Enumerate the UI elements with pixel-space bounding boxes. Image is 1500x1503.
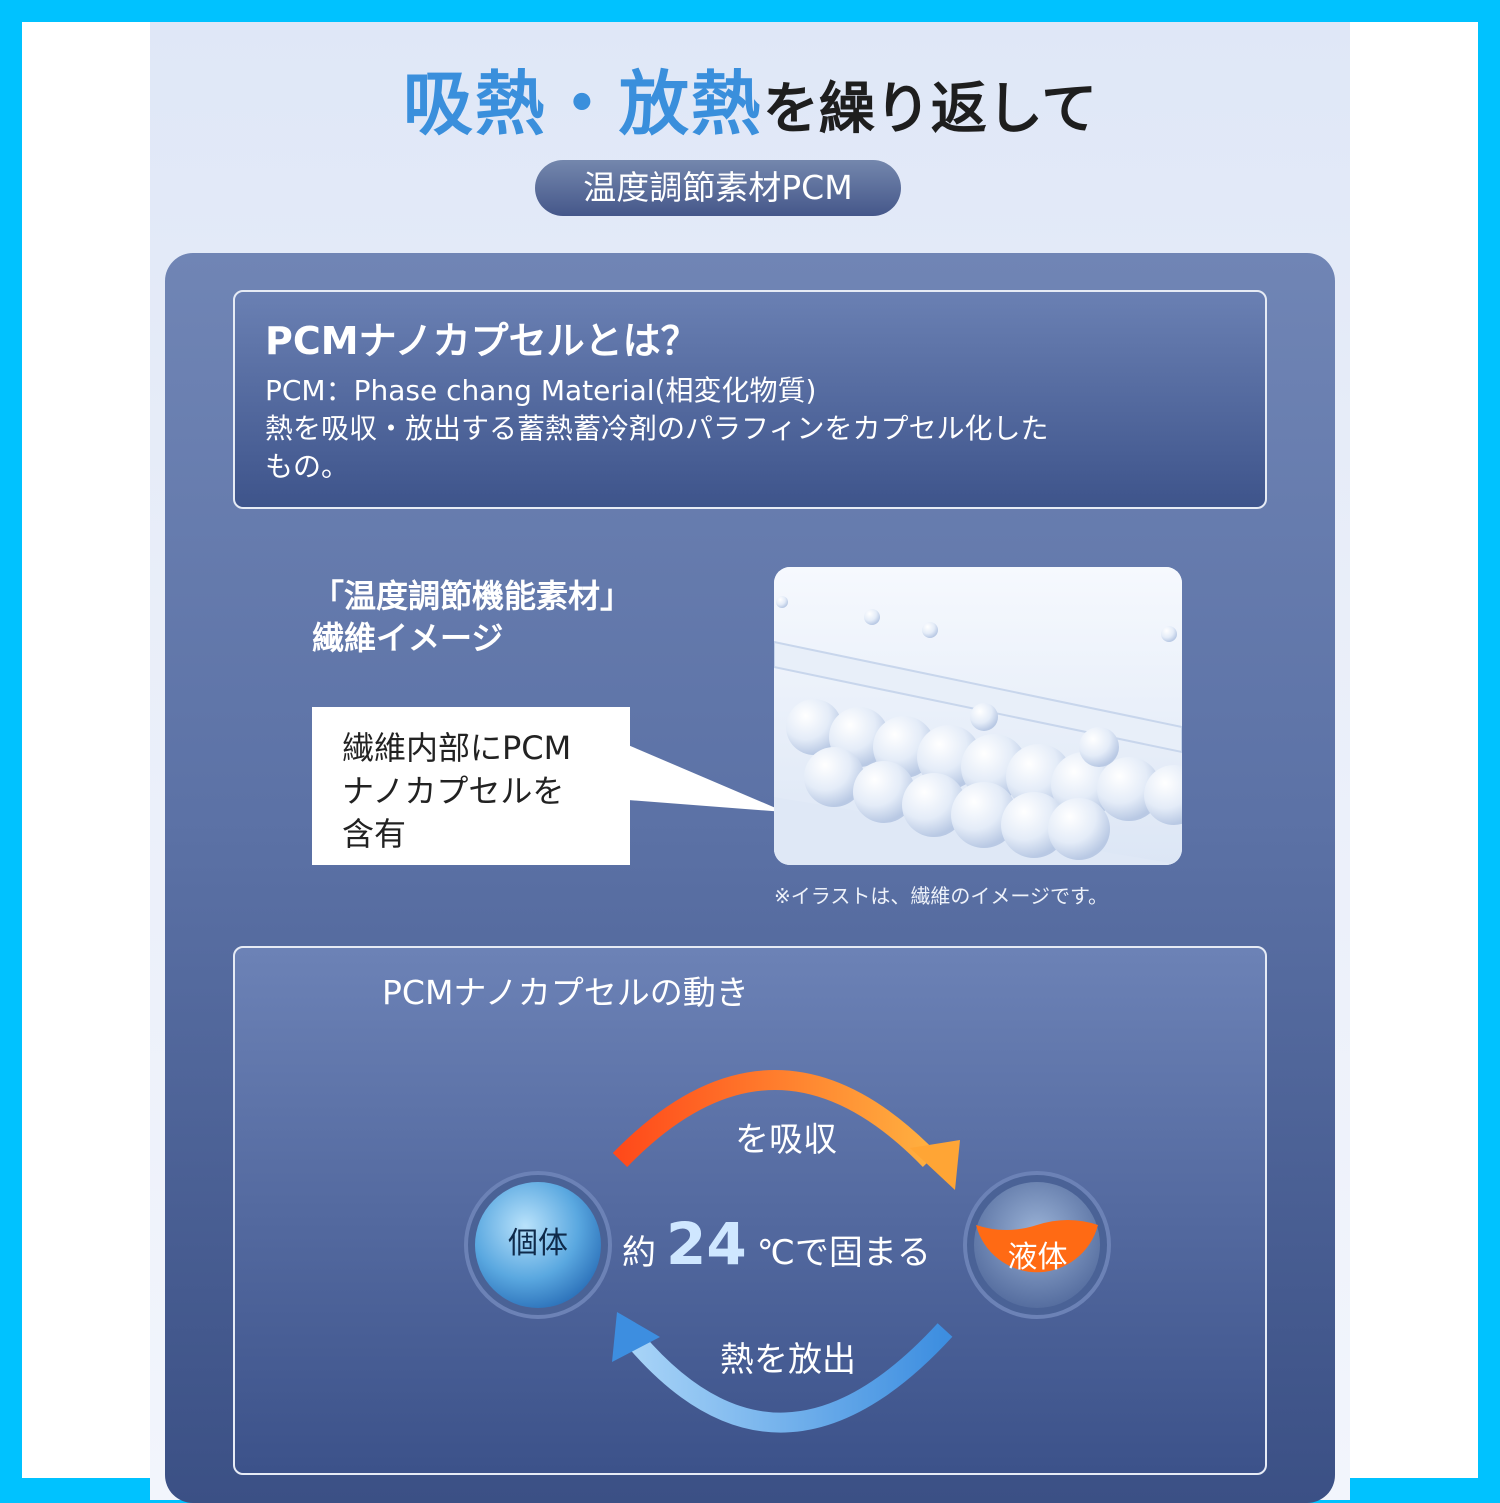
callout-line3: 含有 <box>342 815 407 853</box>
definition-line1: PCM：Phase chang Material(相変化物質) <box>265 374 817 407</box>
fiber-title-line1: 「温度調節機能素材」 <box>312 577 633 615</box>
definition-text: PCM：Phase chang Material(相変化物質) 熱を吸収・放出す… <box>265 372 1048 486</box>
fiber-title-line2: 繊維イメージ <box>312 619 504 657</box>
definition-line3: もの。 <box>265 450 350 483</box>
fiber-title: 「温度調節機能素材」 繊維イメージ <box>312 575 632 659</box>
solid-label: 個体 <box>508 1226 568 1261</box>
headline-rest: を繰り返して <box>762 77 1098 142</box>
absorb-label: を吸収 <box>735 1120 837 1160</box>
movement-title: PCMナノカプセルの動き <box>382 973 749 1012</box>
fiber-callout-text: 繊維内部にPCM ナノカプセルを 含有 <box>342 727 571 856</box>
definition-box: PCMナノカプセルとは？ PCM：Phase chang Material(相変… <box>233 290 1267 509</box>
fiber-callout: 繊維内部にPCM ナノカプセルを 含有 <box>312 707 630 865</box>
fiber-illustration <box>774 567 1182 865</box>
illustration-note: ※イラストは、繊維のイメージです。 <box>774 884 1108 908</box>
temp-prefix: 約 <box>622 1233 656 1273</box>
release-label: 熱を放出 <box>720 1340 856 1380</box>
callout-line1: 繊維内部にPCM <box>342 729 572 767</box>
liquid-label: 液体 <box>1007 1240 1068 1275</box>
temp-value: 24 <box>666 1210 747 1278</box>
callout-line2: ナノカプセルを <box>342 772 565 810</box>
definition-line2: 熱を吸収・放出する蓄熱蓄冷剤のパラフィンをカプセル化した <box>265 412 1049 445</box>
headline: 吸熱・放熱を繰り返して <box>150 48 1350 149</box>
headline-blue: 吸熱・放熱 <box>402 63 763 145</box>
temp-suffix: ℃で固まる <box>756 1233 931 1273</box>
definition-title: PCMナノカプセルとは？ <box>265 319 699 363</box>
pcm-pill: 温度調節素材PCM <box>535 160 901 216</box>
